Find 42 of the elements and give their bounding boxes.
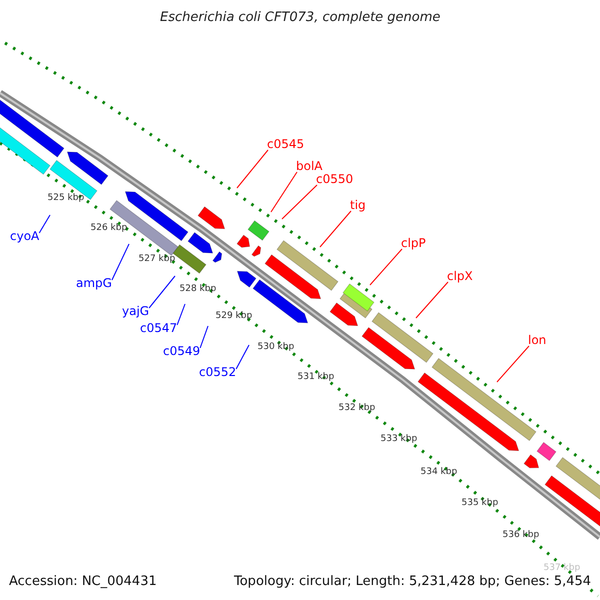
scale-label: 535 kbp <box>462 499 498 508</box>
leader-line <box>416 282 448 318</box>
scale-label: 530 kbp <box>258 343 294 352</box>
footer-text: Accession: NC_004431 <box>9 575 157 588</box>
scale-label: 528 kbp <box>180 285 216 294</box>
scale-label: 527 kbp <box>138 255 176 264</box>
gene-label: cyoA <box>10 230 40 242</box>
leader-line <box>496 346 530 382</box>
scale-label: 537 kbp <box>544 564 580 573</box>
gene-label: bolA <box>296 160 323 172</box>
scale-label: 533 kbp <box>380 435 418 444</box>
leader-line <box>370 248 402 286</box>
gene-label: c0552 <box>199 366 236 378</box>
scale-label: 536 kbp <box>502 531 540 540</box>
gene-label: clpX <box>447 270 473 282</box>
leader-line <box>270 172 298 212</box>
scale-label: 529 kbp <box>216 312 252 321</box>
leader-line <box>38 214 50 234</box>
gene-label: c0547 <box>140 322 178 334</box>
leader-line <box>236 344 250 370</box>
gene-label: c0550 <box>316 173 354 185</box>
map-title: Escherichia coli CFT073, complete genome <box>160 11 440 24</box>
scale-label: 525 kbp <box>48 194 84 203</box>
gene-label: yajG <box>122 305 150 317</box>
gene-label: ampG <box>76 277 112 289</box>
scale-label: 526 kbp <box>90 224 128 233</box>
leader-line <box>200 326 208 348</box>
leader-line <box>236 150 268 188</box>
scale-label: 531 kbp <box>298 373 334 382</box>
leader-line <box>176 304 186 326</box>
gene-label: clpP <box>401 237 426 249</box>
scale-label: 532 kbp <box>338 404 376 413</box>
scale-label: 534 kbp <box>420 468 458 477</box>
gene-label: c0545 <box>267 138 304 150</box>
gene-label: c0549 <box>163 345 200 357</box>
gene-label: lon <box>528 334 546 346</box>
gene-label: tig <box>350 199 366 211</box>
leader-line <box>320 210 352 248</box>
footer-text: Topology: circular; Length: 5,231,428 bp; Genes: 5,454 <box>234 575 592 588</box>
leader-line <box>282 184 318 220</box>
leader-line <box>148 276 176 308</box>
leader-line <box>111 244 130 280</box>
